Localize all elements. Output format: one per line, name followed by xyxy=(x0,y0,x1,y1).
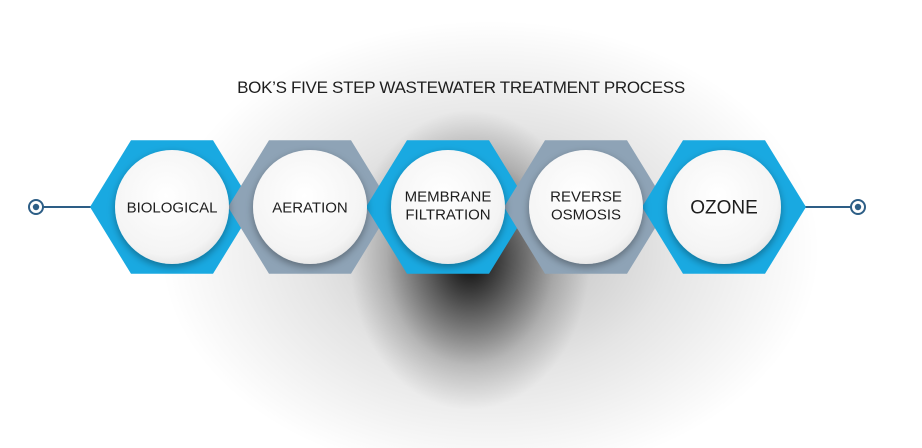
step-label: REVERSE xyxy=(550,188,622,205)
step-label: OZONE xyxy=(690,198,758,219)
step-circle xyxy=(115,150,229,264)
step-label: AERATION xyxy=(272,199,348,216)
step-label: FILTRATION xyxy=(405,206,490,223)
step-2: AERATION xyxy=(253,150,367,264)
diagram-title: BOK’S FIVE STEP WASTEWATER TREATMENT PRO… xyxy=(237,78,685,97)
step-label: BIOLOGICAL xyxy=(127,199,218,216)
step-circle xyxy=(253,150,367,264)
step-1: BIOLOGICAL xyxy=(115,150,229,264)
right-connector xyxy=(800,199,866,215)
step-label: OSMOSIS xyxy=(551,206,621,223)
step-5: OZONE xyxy=(667,150,781,264)
left-connector xyxy=(28,199,100,215)
step-circle xyxy=(391,150,505,264)
step-circle xyxy=(529,150,643,264)
step-circle xyxy=(667,150,781,264)
step-label: MEMBRANE xyxy=(405,188,492,205)
